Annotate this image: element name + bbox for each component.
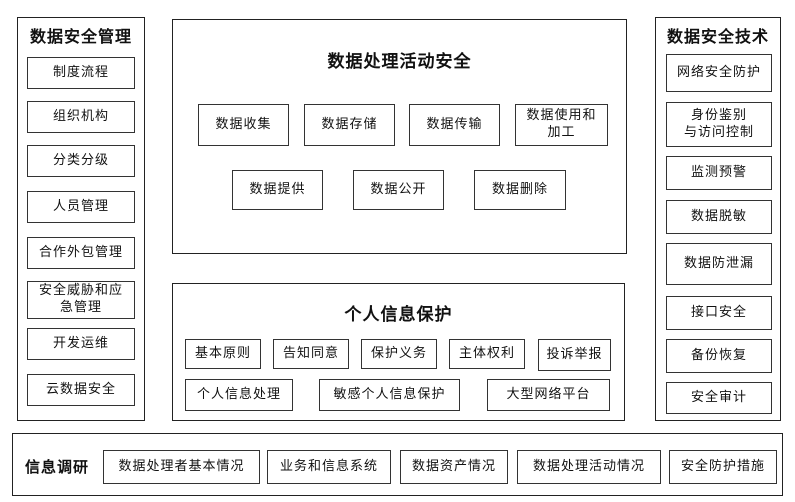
left-item-policy-process: 制度流程 [27,57,135,89]
right-panel-title: 数据安全技术 [666,27,769,46]
activity-disclosure: 数据公开 [353,170,444,210]
left-item-outsourcing: 合作外包管理 [27,237,135,269]
left-item-personnel: 人员管理 [27,191,135,223]
left-panel-title: 数据安全管理 [29,27,132,46]
activity-storage: 数据存储 [304,104,395,146]
pi-basic-principles: 基本原则 [185,339,261,369]
tech-backup-recovery: 备份恢复 [666,339,772,373]
info-research-title: 信息调研 [24,458,89,476]
tech-data-masking: 数据脱敏 [666,200,772,234]
research-data-assets: 数据资产情况 [400,450,508,484]
left-item-classification: 分类分级 [27,145,135,177]
left-item-devops: 开发运维 [27,328,135,360]
tech-interface-security: 接口安全 [666,296,772,330]
pi-complaint-report: 投诉举报 [538,339,611,371]
processing-activity-title: 数据处理活动安全 [327,52,472,72]
tech-monitoring-warning: 监测预警 [666,156,772,190]
pi-info-processing: 个人信息处理 [185,379,293,411]
left-item-cloud-security: 云数据安全 [27,374,135,406]
pi-protection-duty: 保护义务 [361,339,437,369]
pi-notice-consent: 告知同意 [273,339,349,369]
personal-info-title: 个人信息保护 [344,305,453,325]
tech-security-audit: 安全审计 [666,382,772,414]
activity-transmission: 数据传输 [409,104,500,146]
tech-network-protection: 网络安全防护 [666,54,772,92]
research-processor-basics: 数据处理者基本情况 [103,450,260,484]
pi-sensitive-info: 敏感个人信息保护 [319,379,460,411]
research-processing-activities: 数据处理活动情况 [517,450,661,484]
left-item-organization: 组织机构 [27,101,135,133]
tech-leak-prevention: 数据防泄漏 [666,243,772,285]
activity-provision: 数据提供 [232,170,323,210]
tech-identity-access: 身份鉴别 与访问控制 [666,102,772,147]
pi-large-platform: 大型网络平台 [487,379,610,411]
pi-subject-rights: 主体权利 [449,339,525,369]
left-item-threat-emergency: 安全威胁和应 急管理 [27,281,135,319]
activity-deletion: 数据删除 [474,170,566,210]
research-protection-measures: 安全防护措施 [669,450,777,484]
research-business-systems: 业务和信息系统 [267,450,391,484]
activity-use-processing: 数据使用和 加工 [515,104,608,146]
activity-collection: 数据收集 [198,104,289,146]
